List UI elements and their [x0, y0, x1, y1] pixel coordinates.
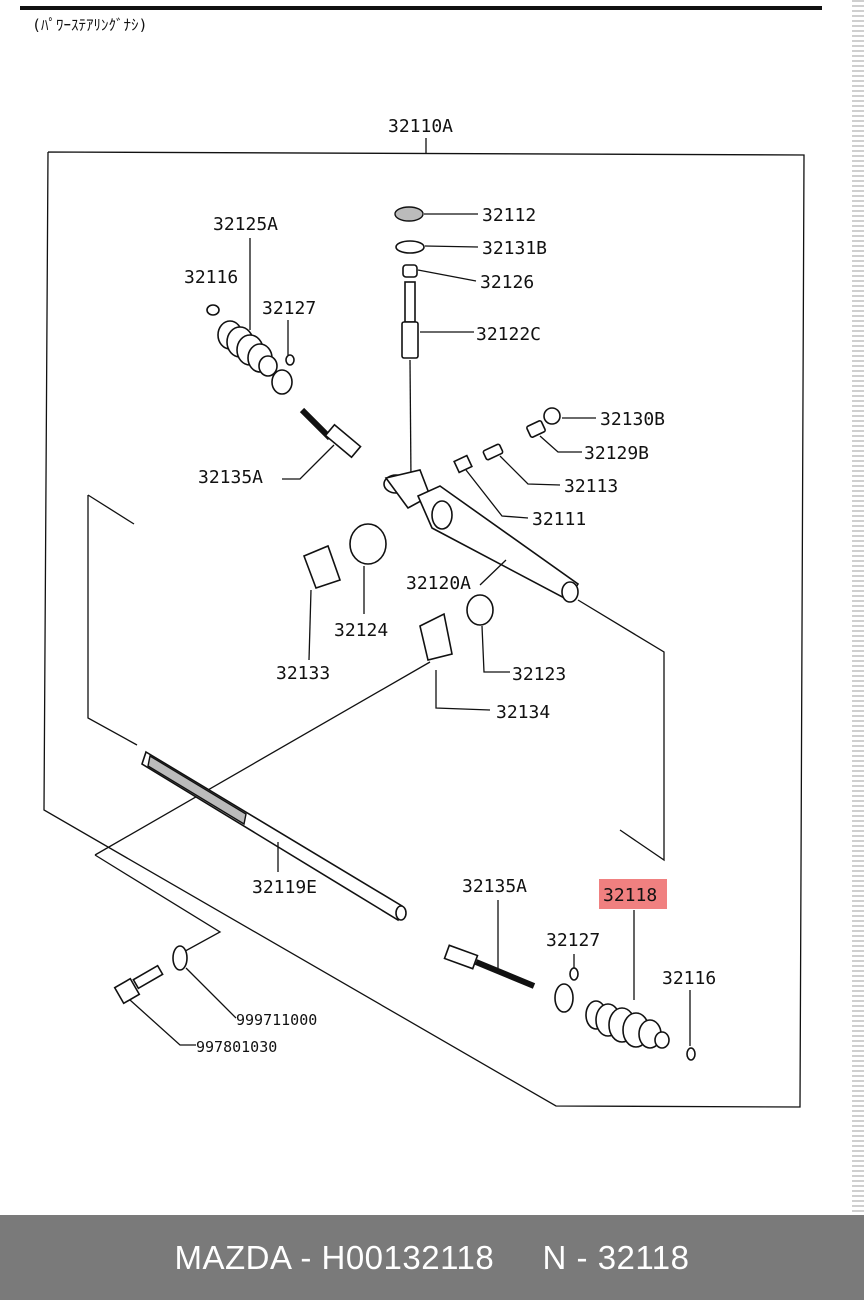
label-32127-top: 32127 [262, 298, 316, 319]
part-32127-bottom-spring [569, 967, 579, 981]
part-32129B-shape [526, 420, 546, 438]
inner-frame-top [87, 494, 135, 525]
exploded-diagram: (ﾊﾟﾜｰｽﾃｱﾘﾝｸﾞﾅｼ) 32110A 32112 32131B 3212… [20, 6, 822, 1108]
label-32111: 32111 [532, 509, 586, 530]
label-32129B: 32129B [584, 443, 649, 464]
footer-bar: MAZDA - H00132118 N - 32118 [0, 1215, 864, 1300]
part-32111-yoke [453, 454, 473, 474]
label-32126: 32126 [480, 272, 534, 293]
part-32130B-shape [543, 407, 561, 425]
footer-part-number: MAZDA - H00132118 N - 32118 [174, 1238, 690, 1276]
part-32112-shape [394, 206, 424, 222]
part-32126-shape [402, 264, 418, 278]
part-32135A-bottom-joint [443, 944, 479, 970]
part-32127-bottom-clip [554, 983, 574, 1013]
label-32118[interactable]: 32118 [603, 885, 657, 906]
label-999711000: 999711000 [236, 1011, 317, 1029]
leader-32126 [417, 269, 477, 282]
leader-32113 [499, 455, 561, 486]
label-32120A: 32120A [406, 573, 471, 594]
part-32118-boot [585, 1000, 670, 1049]
pinion-axis-line [409, 359, 412, 481]
part-32135A-top-joint [324, 423, 362, 459]
part-32113-spring [482, 443, 504, 461]
part-32127-top-clip [271, 369, 293, 395]
leader-32131B [424, 245, 479, 248]
label-32133: 32133 [276, 663, 330, 684]
part-32116-top-ring [206, 304, 220, 316]
label-32119E: 32119E [252, 877, 317, 898]
leader-32135A-top [282, 444, 335, 480]
part-32123-bushing [466, 594, 494, 626]
part-32120A-housing [383, 469, 580, 603]
leader-32111 [465, 469, 529, 519]
rack-guide-line [94, 661, 431, 856]
label-32135A-bottom: 32135A [462, 876, 527, 897]
label-32127-bottom: 32127 [546, 930, 600, 951]
part-997801030-bolt [113, 964, 164, 1005]
part-32122C-gear [401, 321, 419, 359]
part-32133-bracket [302, 544, 342, 590]
part-32122C-shaft [404, 281, 416, 323]
header-note: (ﾊﾟﾜｰｽﾃｱﾘﾝｸﾞﾅｼ) [32, 16, 148, 34]
leader-999711000 [185, 967, 237, 1019]
part-32125A-boot [217, 320, 278, 377]
part-32124-bushing [349, 523, 387, 565]
label-32131B: 32131B [482, 238, 547, 259]
part-32135A-bottom-rod [474, 959, 536, 989]
label-32110A: 32110A [388, 116, 453, 137]
leader-32134 [435, 670, 491, 711]
inner-frame-right [577, 599, 665, 862]
label-32112: 32112 [482, 205, 536, 226]
part-32131B-shape [395, 240, 425, 254]
leader-32133 [308, 589, 312, 661]
part-32135A-top-rod [299, 407, 333, 441]
part-32134-bracket [419, 612, 453, 661]
label-997801030: 997801030 [196, 1038, 277, 1056]
part-999711000-washer [172, 945, 188, 971]
part-32119E-rack [141, 750, 407, 922]
label-32130B: 32130B [600, 409, 665, 430]
label-32122C: 32122C [476, 324, 541, 345]
label-32116-top: 32116 [184, 267, 238, 288]
assembly-outline [43, 151, 805, 1108]
label-32124: 32124 [334, 620, 388, 641]
label-32125A: 32125A [213, 214, 278, 235]
parts-diagram-sheet: (ﾊﾟﾜｰｽﾃｱﾘﾝｸﾞﾅｼ) 32110A 32112 32131B 3212… [20, 6, 822, 1108]
inner-frame-left [87, 495, 138, 746]
part-32127-top-spring [285, 354, 295, 366]
label-32116-bottom: 32116 [662, 968, 716, 989]
label-32113: 32113 [564, 476, 618, 497]
scan-edge [852, 0, 864, 1215]
leader-997801030 [129, 999, 196, 1046]
leader-32129B [539, 435, 582, 453]
leader-32123 [481, 625, 510, 673]
label-32134: 32134 [496, 702, 550, 723]
part-32116-bottom-ring [686, 1047, 696, 1061]
leader-32120A [479, 559, 507, 586]
bolt-frame [94, 854, 222, 956]
label-32123: 32123 [512, 664, 566, 685]
label-32135A-top: 32135A [198, 467, 263, 488]
highlight-32118 [599, 879, 667, 909]
